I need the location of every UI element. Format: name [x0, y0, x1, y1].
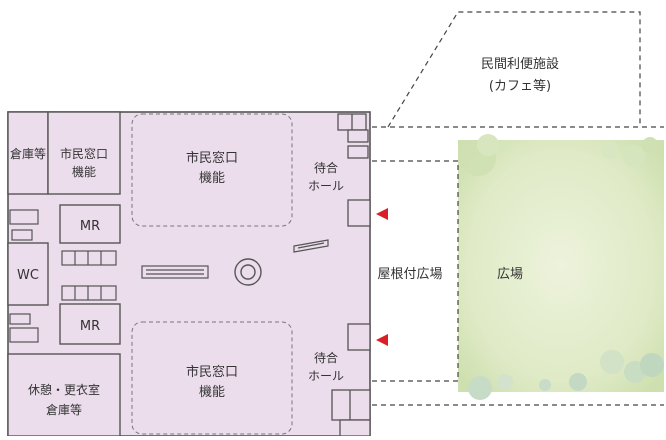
meeting-room-top — [59, 204, 121, 244]
cafe-outline — [387, 11, 641, 128]
entrance-doors — [331, 113, 371, 437]
waiting-top-label-line2: ホール — [308, 179, 344, 193]
waiting-bottom-label-line1: 待合 — [314, 350, 338, 365]
stairs-icon — [141, 265, 209, 279]
cafe-label-line1: 民間利便施設 — [481, 56, 559, 72]
waiting-bottom-label-line2: ホール — [308, 369, 344, 383]
storage-label: 倉庫等 — [10, 146, 46, 161]
rest-room — [7, 353, 121, 437]
citizen-small-label-line1: 市民窓口 — [60, 146, 108, 161]
building — [7, 111, 371, 437]
plaza-label: 広場 — [497, 267, 523, 282]
citizen-window-zone-bottom — [131, 321, 293, 435]
mr-top-label: MR — [80, 219, 100, 234]
citizen-bottom-label-line2: 機能 — [199, 385, 225, 400]
elevator-icon — [234, 258, 262, 286]
rest-label-line2: 倉庫等 — [46, 402, 82, 417]
waiting-top-label-line1: 待合 — [314, 160, 338, 175]
wc-room — [7, 242, 49, 306]
covered-plaza-label: 屋根付広場 — [377, 267, 442, 282]
desk-fixtures — [9, 209, 117, 343]
citizen-bottom-label-line1: 市民窓口 — [186, 364, 238, 380]
mr-bottom-label: MR — [80, 319, 100, 334]
meeting-room-bottom — [59, 303, 121, 345]
citizen-top-label-line1: 市民窓口 — [186, 150, 238, 166]
citizen-window-room-small — [47, 111, 121, 195]
entrance-marker-icon — [376, 334, 388, 346]
rest-label-line1: 休憩・更衣室 — [28, 382, 100, 397]
citizen-top-label-line2: 機能 — [199, 171, 225, 186]
escalator-icon — [293, 239, 329, 253]
cafe-label-line2: (カフェ等) — [489, 78, 551, 94]
citizen-window-zone-top — [131, 113, 293, 227]
site-dashed-lines — [372, 11, 664, 406]
citizen-small-label-line2: 機能 — [72, 164, 96, 179]
entrance-marker-icon — [376, 208, 388, 220]
wc-label: WC — [17, 268, 39, 283]
plaza-area — [458, 134, 664, 400]
